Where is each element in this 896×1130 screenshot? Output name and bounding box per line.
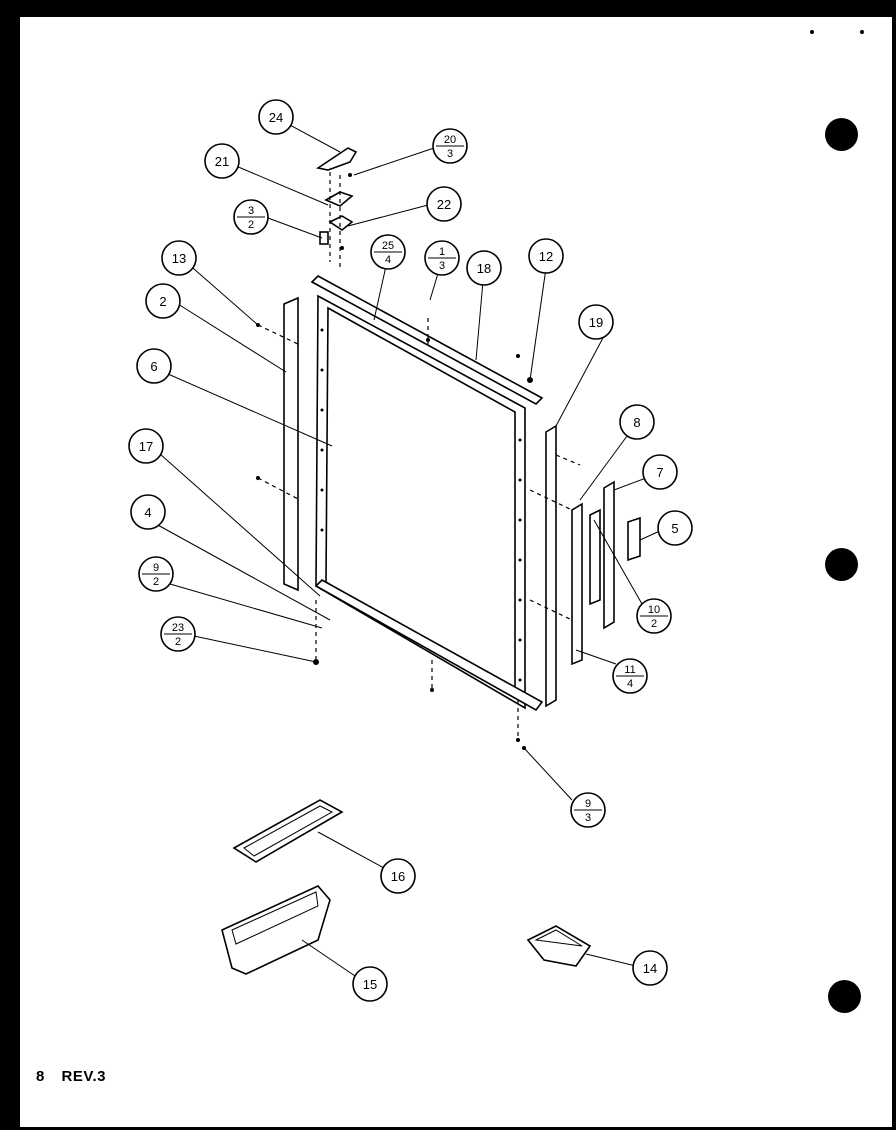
svg-text:19: 19	[589, 315, 603, 330]
svg-text:22: 22	[437, 197, 451, 212]
binder-hole-middle	[825, 548, 858, 581]
svg-text:3: 3	[248, 205, 254, 217]
callout-17: 17	[128, 428, 164, 464]
svg-text:2: 2	[153, 576, 159, 588]
callout-6: 6	[136, 348, 172, 384]
svg-text:8: 8	[633, 415, 640, 430]
callout-19: 19	[578, 304, 614, 340]
callout-13: 13	[161, 240, 197, 276]
svg-text:18: 18	[477, 261, 491, 276]
callout-8: 8	[619, 404, 655, 440]
callout-24: 24	[258, 99, 294, 135]
page-number: 8	[36, 1068, 45, 1085]
svg-text:15: 15	[363, 977, 377, 992]
small-tray	[526, 925, 592, 967]
svg-text:14: 14	[643, 961, 657, 976]
callout-16: 16	[380, 858, 416, 894]
callout-4: 4	[130, 494, 166, 530]
callout-10-2: 10 2	[636, 598, 672, 634]
svg-text:2: 2	[248, 219, 254, 231]
svg-text:16: 16	[391, 869, 405, 884]
svg-text:21: 21	[215, 154, 229, 169]
svg-text:10: 10	[648, 604, 660, 616]
callout-14: 14	[632, 950, 668, 986]
revision-label: REV.3	[61, 1068, 106, 1085]
svg-text:25: 25	[382, 240, 394, 252]
callout-12: 12	[528, 238, 564, 274]
svg-text:9: 9	[153, 562, 159, 574]
svg-text:3: 3	[439, 260, 445, 272]
callout-18: 18	[466, 250, 502, 286]
callout-25-4: 25 4	[370, 234, 406, 270]
handle-assembly	[529, 480, 641, 666]
shelf-cover	[232, 799, 344, 863]
svg-text:9: 9	[585, 798, 591, 810]
svg-text:20: 20	[444, 134, 456, 146]
binder-hole-bottom	[828, 980, 861, 1013]
svg-text:23: 23	[172, 622, 184, 634]
svg-text:13: 13	[172, 251, 186, 266]
svg-text:4: 4	[627, 678, 633, 690]
callout-5: 5	[657, 510, 693, 546]
callout-9-2: 9 2	[138, 556, 174, 592]
door-frame	[256, 275, 581, 750]
svg-text:2: 2	[159, 294, 166, 309]
svg-text:12: 12	[539, 249, 553, 264]
callout-23-2: 23 2	[160, 616, 196, 652]
binder-hole-top	[825, 118, 858, 151]
svg-text:4: 4	[385, 254, 391, 266]
callout-1-3: 1 3	[424, 240, 460, 276]
callout-15: 15	[352, 966, 388, 1002]
svg-text:6: 6	[150, 359, 157, 374]
svg-text:7: 7	[656, 465, 663, 480]
callout-9-3: 9 3	[570, 792, 606, 828]
svg-text:2: 2	[175, 636, 181, 648]
callout-11-4: 11 4	[612, 658, 648, 694]
callout-21: 21	[204, 143, 240, 179]
callout-7: 7	[642, 454, 678, 490]
page-footer: 8 REV.3	[36, 1068, 118, 1085]
svg-text:5: 5	[671, 521, 678, 536]
top-hinge-assembly	[315, 147, 358, 270]
svg-text:3: 3	[447, 148, 453, 160]
svg-text:4: 4	[144, 505, 151, 520]
svg-text:3: 3	[585, 812, 591, 824]
callout-leader-lines	[155, 123, 663, 979]
svg-text:11: 11	[624, 664, 635, 676]
svg-text:1: 1	[439, 246, 445, 258]
callout-3-2: 3 2	[233, 199, 269, 235]
storage-bin	[221, 885, 331, 975]
callout-2: 2	[145, 283, 181, 319]
svg-text:2: 2	[651, 618, 657, 630]
callout-20-3: 20 3	[432, 128, 468, 164]
callout-22: 22	[426, 186, 462, 222]
svg-text:17: 17	[139, 439, 153, 454]
svg-text:24: 24	[269, 110, 283, 125]
